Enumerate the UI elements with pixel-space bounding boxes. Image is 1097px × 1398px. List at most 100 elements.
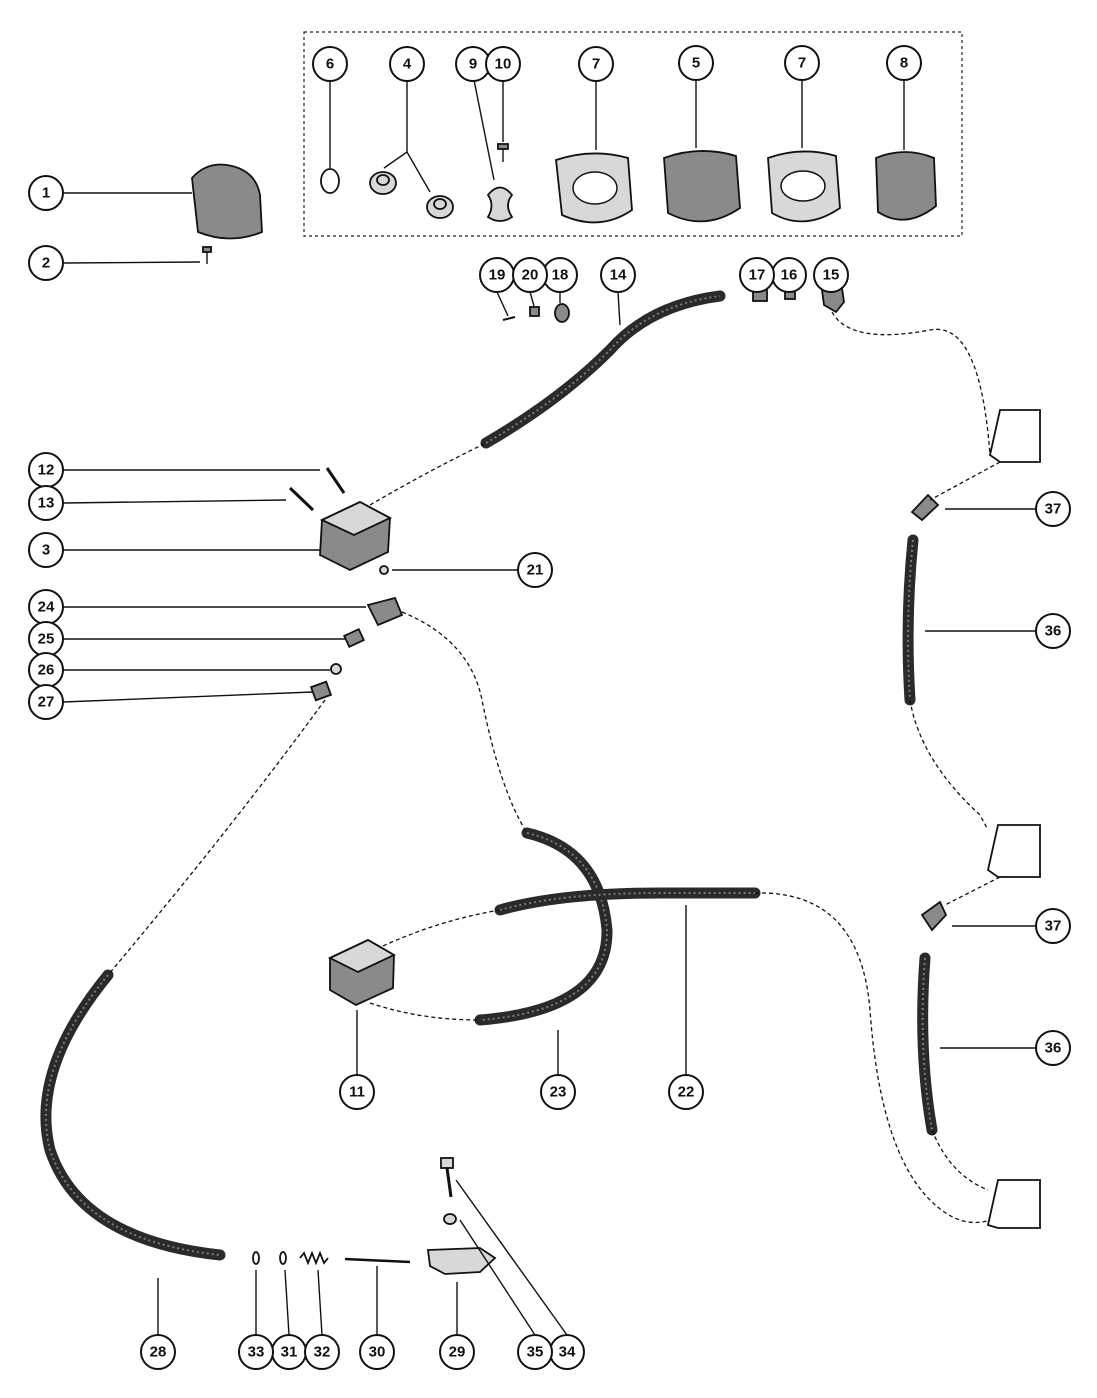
svg-text:6: 6: [326, 56, 334, 73]
hose-36-top: [902, 534, 919, 706]
callout-29: 29: [439, 1334, 475, 1370]
svg-text:33: 33: [248, 1344, 265, 1361]
part-cover-plate: [663, 150, 741, 223]
svg-text:23: 23: [550, 1084, 567, 1101]
svg-text:5: 5: [692, 55, 700, 72]
part-spring-32: [299, 1250, 329, 1266]
part-nut-20: [529, 306, 540, 317]
svg-text:4: 4: [403, 56, 412, 73]
svg-text:10: 10: [495, 56, 512, 73]
callout-9: 9: [455, 46, 491, 82]
part-washer-26: [330, 663, 342, 675]
part-cover-screw: [202, 246, 212, 264]
callout-22: 22: [668, 1074, 704, 1110]
part-plug-21: [379, 565, 389, 575]
svg-text:11: 11: [349, 1084, 365, 1101]
callout-14: 14: [600, 257, 636, 293]
part-o-ring: [320, 168, 340, 194]
callouts: 1 2 3 4 5 6 7 7 8 9 10 11 12 13 14 15 16…: [28, 45, 1071, 1370]
callout-7-right: 7: [784, 45, 820, 81]
callout-5: 5: [678, 45, 714, 81]
svg-text:18: 18: [552, 267, 569, 284]
svg-text:36: 36: [1045, 1040, 1062, 1057]
svg-text:24: 24: [38, 599, 55, 616]
callout-31: 31: [271, 1334, 307, 1370]
part-block-top: [988, 409, 1041, 463]
callout-33: 33: [238, 1334, 274, 1370]
part-pump-body: [319, 500, 393, 572]
hose-14: [480, 290, 726, 449]
part-pump-body-11: [327, 938, 396, 1007]
svg-text:14: 14: [610, 267, 627, 284]
svg-text:21: 21: [527, 562, 544, 579]
part-block-mid: [986, 824, 1041, 878]
svg-text:13: 13: [38, 495, 55, 512]
callout-1: 1: [28, 175, 64, 211]
svg-text:37: 37: [1045, 918, 1062, 935]
callout-26: 26: [28, 652, 64, 688]
callout-7-left: 7: [578, 46, 614, 82]
callout-27: 27: [28, 684, 64, 720]
part-tee-fitting: [366, 596, 404, 627]
svg-text:15: 15: [823, 267, 840, 284]
part-screw-12: [325, 467, 346, 494]
svg-text:1: 1: [42, 185, 50, 202]
hose-36-bottom: [917, 952, 938, 1136]
svg-text:30: 30: [369, 1344, 386, 1361]
callout-3: 3: [28, 532, 64, 568]
callout-12: 12: [28, 452, 64, 488]
part-bushing-pair: [369, 171, 454, 219]
svg-text:8: 8: [900, 55, 908, 72]
hose-23: [474, 827, 613, 1026]
svg-text:36: 36: [1045, 623, 1062, 640]
svg-text:22: 22: [678, 1084, 695, 1101]
callout-6: 6: [312, 46, 348, 82]
callout-19: 19: [479, 257, 515, 293]
part-fitting-37-top: [910, 493, 940, 522]
svg-text:16: 16: [781, 267, 798, 284]
part-valve-body-29: [426, 1247, 497, 1275]
callout-23: 23: [540, 1074, 576, 1110]
hose-22: [494, 887, 761, 916]
svg-text:26: 26: [38, 662, 55, 679]
part-gasket-right: [767, 150, 841, 223]
part-fitting-37-bottom: [920, 900, 948, 932]
callout-35: 35: [517, 1334, 553, 1370]
part-o-ring-33: [252, 1251, 260, 1265]
svg-text:2: 2: [42, 255, 50, 272]
svg-text:12: 12: [38, 462, 55, 479]
part-screw-13: [288, 486, 315, 512]
part-bolt-34: [440, 1157, 454, 1198]
svg-text:37: 37: [1045, 501, 1062, 518]
callout-28: 28: [140, 1334, 176, 1370]
callout-25: 25: [28, 621, 64, 657]
callout-13: 13: [28, 485, 64, 521]
callout-36-top: 36: [1035, 613, 1071, 649]
callout-24: 24: [28, 589, 64, 625]
leader-lines: [62, 79, 1036, 1336]
part-fitting-25: [343, 627, 365, 649]
part-rod-30: [344, 1257, 411, 1264]
callout-20: 20: [512, 257, 548, 293]
svg-text:9: 9: [469, 56, 477, 73]
svg-text:7: 7: [798, 55, 806, 72]
part-nut-27: [309, 680, 333, 702]
callout-36-bottom: 36: [1035, 1030, 1071, 1066]
svg-text:25: 25: [38, 631, 55, 648]
dashed-connections: [107, 311, 1001, 1224]
svg-text:27: 27: [38, 694, 55, 711]
svg-text:34: 34: [559, 1344, 576, 1361]
svg-text:29: 29: [449, 1344, 466, 1361]
callout-37-top: 37: [1035, 491, 1071, 527]
callout-11: 11: [339, 1074, 375, 1110]
svg-text:28: 28: [150, 1344, 167, 1361]
part-screw-19: [502, 316, 516, 321]
svg-text:31: 31: [281, 1344, 298, 1361]
part-o-ring-31: [279, 1251, 287, 1265]
callout-37-bottom: 37: [1035, 908, 1071, 944]
svg-text:7: 7: [592, 56, 600, 73]
part-block-bottom: [986, 1179, 1041, 1229]
callout-17: 17: [739, 257, 775, 293]
part-screw-small: [497, 143, 509, 162]
